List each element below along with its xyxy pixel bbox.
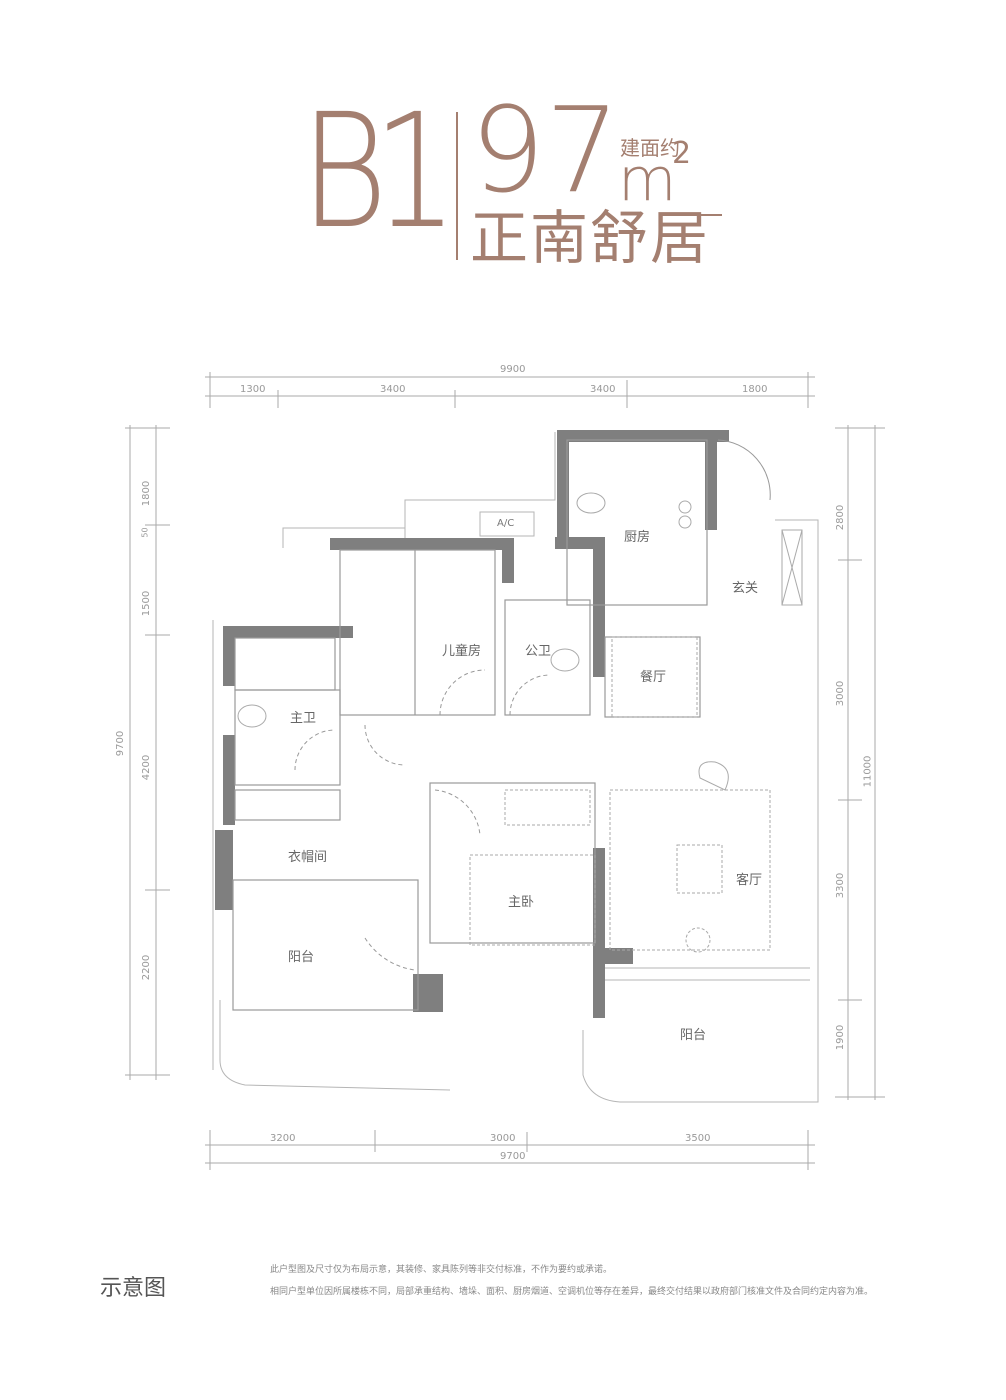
dim-left-4: 4200 — [141, 754, 153, 781]
area-unit-superscript: 2 — [672, 136, 692, 171]
dim-top-2: 3400 — [380, 384, 406, 395]
room-kids: 儿童房 — [442, 644, 482, 659]
dim-bottom-total: 9700 — [500, 1151, 526, 1162]
disclaimer-line-1: 此户型图及尺寸仅为布局示意，其装修、家具陈列等非交付标准，不作为要约或承诺。 — [270, 1265, 613, 1275]
room-master-bedroom: 主卧 — [508, 895, 535, 910]
disclaimer-line-2: 相同户型单位因所属楼栋不同，局部承重结构、墙垛、面积、厨房烟道、空调机位等存在差… — [270, 1287, 874, 1297]
area-label: 建面约 — [620, 136, 680, 160]
dim-right-2: 3000 — [835, 680, 847, 707]
dim-left-5: 2200 — [141, 954, 153, 981]
dim-left-1: 1800 — [141, 480, 153, 507]
unit-type-title: B1 — [300, 80, 458, 264]
dim-right-1: 2800 — [835, 504, 847, 531]
room-balcony-left: 阳台 — [288, 950, 315, 965]
subtitle: 正南舒居 — [470, 204, 711, 272]
room-balcony-right: 阳台 — [680, 1028, 707, 1043]
room-foyer: 玄关 — [732, 581, 759, 596]
dim-bottom-1: 3200 — [270, 1133, 296, 1144]
subtitle-line — [660, 214, 722, 216]
area-unit: m — [618, 145, 677, 215]
schematic-label: 示意图 — [100, 1276, 167, 1301]
dim-bottom-2: 3000 — [490, 1133, 516, 1144]
title-divider — [456, 112, 458, 260]
dim-top-4: 1800 — [742, 384, 768, 395]
room-master-bath: 主卫 — [290, 711, 317, 726]
room-public-bath: 公卫 — [525, 644, 552, 659]
area-value: 97 — [470, 81, 621, 219]
dim-top-3: 3400 — [590, 384, 616, 395]
dim-left-2: 50 — [140, 527, 150, 538]
dim-top-1: 1300 — [240, 384, 266, 395]
room-living: 客厅 — [736, 873, 763, 888]
dim-left-3: 1500 — [141, 590, 153, 617]
dim-right-total: 11000 — [862, 755, 874, 788]
dim-right-3: 3300 — [835, 872, 847, 899]
dim-top-total: 9900 — [500, 364, 526, 375]
dim-right-4: 1900 — [835, 1024, 847, 1051]
room-kitchen: 厨房 — [624, 530, 651, 545]
ac-unit-label: A/C — [497, 518, 515, 529]
dim-bottom-3: 3500 — [685, 1133, 711, 1144]
room-cloakroom: 衣帽间 — [288, 850, 328, 865]
dim-left-total: 9700 — [115, 730, 127, 757]
room-dining: 餐厅 — [640, 670, 667, 685]
